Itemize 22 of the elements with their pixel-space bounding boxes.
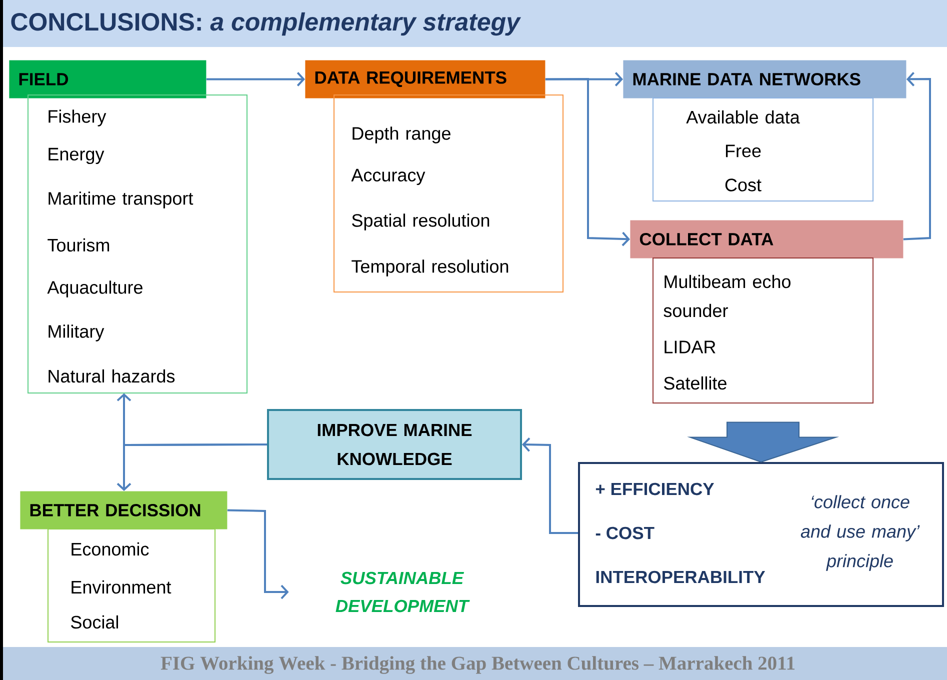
arrow: [206, 72, 305, 86]
block-arrow: [687, 422, 840, 463]
outcome-text: SUSTAINABLE DEVELOPMENT: [336, 572, 470, 612]
list-box: Multibeam echo sounder LIDAR Satellite: [652, 258, 874, 404]
title-band: CONCLUSIONS: a complementary strategy: [3, 0, 947, 47]
header-box: DATA REQUIREMENTS: [305, 60, 546, 98]
header-box: BETTER DECISSION: [20, 491, 228, 530]
arrow: [227, 509, 289, 600]
list-box: Available data Free Cost: [652, 98, 874, 202]
arrow: [545, 78, 630, 246]
header-box: COLLECT DATA: [630, 220, 904, 258]
list-box: Fishery Energy Maritime transport Tourism Aquaculture Military Natural hazards: [28, 94, 248, 394]
benefits-box: + EFFICIENCY - COST INTEROPERABILITY ‘collect once and use many’ principle: [578, 462, 944, 607]
arrow: [522, 437, 578, 534]
header-box: FIELD: [9, 60, 206, 98]
list-box: Depth range Accuracy Spatial resolution Temporal resolution: [334, 94, 564, 292]
header-box: MARINE DATA NETWORKS: [623, 60, 906, 98]
process-box: IMPROVE MARINE KNOWLEDGE: [267, 409, 522, 480]
arrow: [116, 444, 267, 491]
list-box: Economic Environment Social: [48, 528, 216, 642]
footer-band: FIG Working Week - Bridging the Gap Between Cultures – Marrakech 2011: [3, 647, 947, 680]
arrow: [903, 72, 932, 240]
